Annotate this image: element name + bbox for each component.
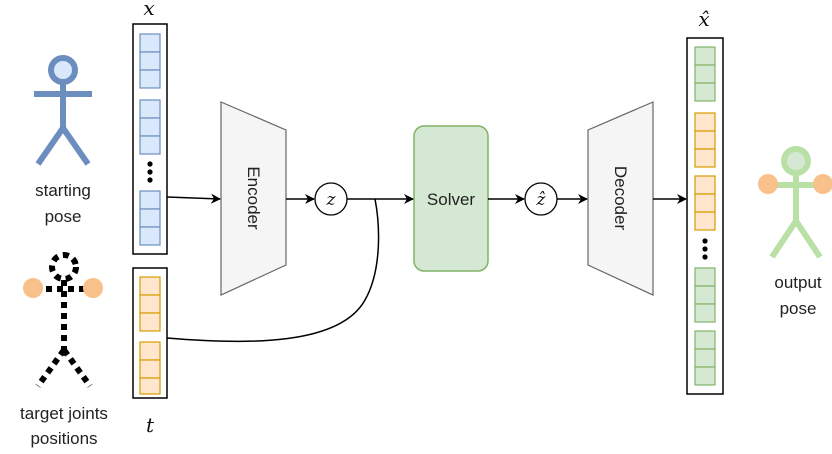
x-hat-green-cells-top (694, 46, 716, 102)
decoder-block (587, 101, 654, 296)
edge-t-to-solver-curve (166, 198, 380, 343)
encoder-label: Encoder (244, 166, 263, 230)
edge-x-to-encoder (166, 193, 221, 204)
edges (166, 193, 687, 343)
z-hat-symbol: ẑ (536, 190, 547, 210)
target-joints-label-line2: positions (30, 429, 97, 448)
x-hat-symbol: x̂ (698, 7, 709, 31)
target-joints-figure-icon (23, 252, 103, 388)
x-hat-orange-cells (694, 112, 716, 231)
starting-pose-figure-icon (34, 55, 92, 166)
t-vector-cells (139, 276, 161, 395)
output-pose-label-line2: pose (780, 299, 817, 318)
x-hat-ellipsis-icon (702, 238, 708, 260)
encoder-block (220, 101, 287, 296)
starting-pose-label-line2: pose (45, 207, 82, 226)
t-symbol: t (146, 413, 155, 437)
x-vector-cells (139, 33, 161, 246)
x-symbol: x (143, 0, 154, 20)
target-joints-label-line1: target joints (20, 404, 108, 423)
output-pose-label-line1: output (774, 273, 822, 292)
decoder-label: Decoder (611, 166, 630, 231)
output-pose-figure-icon (758, 146, 832, 259)
solver-label: Solver (427, 190, 476, 209)
x-hat-green-cells-bottom (694, 267, 716, 386)
starting-pose-label-line1: starting (35, 181, 91, 200)
z-symbol: z (326, 190, 337, 210)
ellipsis-icon (147, 161, 153, 183)
